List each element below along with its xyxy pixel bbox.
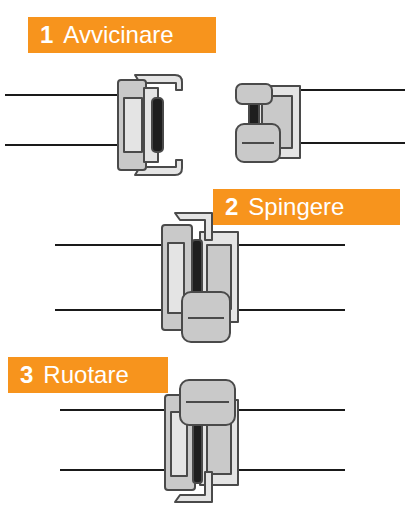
step-number: 2 — [225, 195, 238, 219]
step-number: 1 — [40, 23, 53, 47]
step-number: 3 — [20, 363, 33, 387]
step-banner: 2 Spingere — [213, 189, 400, 225]
claw-coupling-half — [118, 75, 182, 175]
step-label: Spingere — [248, 195, 344, 219]
step-label: Ruotare — [43, 363, 128, 387]
step-label: Avvicinare — [63, 23, 173, 47]
step-banner: 3 Ruotare — [8, 357, 168, 393]
step-banner: 1 Avvicinare — [28, 17, 216, 53]
coupling-pushed — [162, 213, 238, 342]
lug-coupling-half — [236, 84, 300, 162]
coupling-rotated — [165, 380, 238, 502]
hose-lines — [5, 90, 405, 470]
